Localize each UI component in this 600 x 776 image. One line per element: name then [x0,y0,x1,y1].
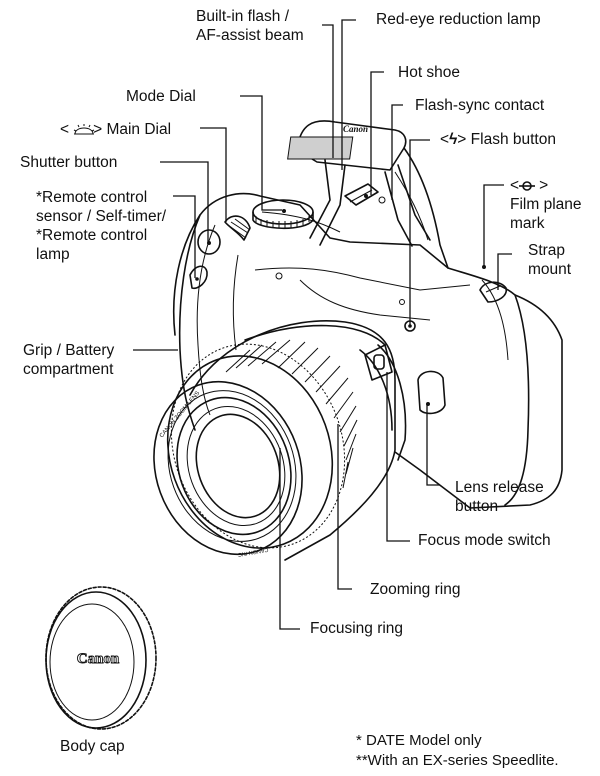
flash-head-drawing: Canon [287,120,449,269]
label-zooming-ring: Zooming ring [370,581,461,598]
film-plane-glyph-line: <> [510,176,582,195]
label-grip-battery: Grip / Battery compartment [23,341,114,379]
label-red-eye-lamp: Red-eye reduction lamp [376,11,541,28]
label-body-cap: Body cap [60,738,125,755]
flash-icon: ϟ [449,131,458,148]
label-remote-sensor: *Remote control sensor / Self-timer/ *Re… [36,188,166,264]
lens-release-line2: button [455,498,499,515]
strap-mount-drawing [479,281,508,303]
body-cap-drawing: Canon [45,586,157,730]
label-built-in-flash: Built-in flash / AF-assist beam [196,7,304,45]
footnote-ex-speedlite: **With an EX-series Speedlite. [356,752,559,769]
main-dial-suffix: > [93,121,103,138]
lens-release-line1: Lens release [455,479,544,496]
label-built-in-flash-line1: Built-in flash / [196,8,290,25]
lens-drawing: CANON ZOOM LENS CANON INC. [153,320,446,561]
main-dial-icon [73,124,95,135]
strap-mount-line2: mount [528,261,572,278]
footnote-date-model: * DATE Model only [356,732,482,749]
label-mode-dial: Mode Dial [126,88,196,105]
flash-button-suffix: > [457,131,467,148]
strap-mount-line1: Strap [528,242,566,259]
flash-button-text: Flash button [470,131,556,148]
remote-sensor-line3: *Remote control [36,227,148,244]
grip-battery-line2: compartment [23,361,114,378]
leader-lines [133,19,512,630]
remote-sensor-line4: lamp [36,246,70,263]
body-cap-logo: Canon [77,651,120,667]
grip-battery-line1: Grip / Battery [23,342,115,359]
hot-shoe-drawing [344,183,379,206]
film-plane-prefix: < [510,177,520,194]
remote-sensor-line1: *Remote control [36,189,148,206]
label-main-dial: < > Main Dial [60,120,171,139]
label-built-in-flash-line2: AF-assist beam [196,27,304,44]
shutter-button-drawing [197,229,221,255]
remote-sensor-drawing [189,265,208,290]
label-shutter-button: Shutter button [20,154,118,171]
main-dial-prefix: < [60,121,70,138]
label-focusing-ring: Focusing ring [310,620,404,637]
flash-sync-contact-drawing [378,196,386,204]
flash-button-prefix: < [440,131,450,148]
film-plane-line2: mark [510,215,545,232]
film-plane-suffix: > [539,177,549,194]
remote-sensor-line2: sensor / Self-timer/ [36,208,167,225]
main-dial-drawing [224,215,251,241]
film-plane-line1: Film plane [510,196,582,213]
label-film-plane-mark: <> Film plane mark [510,176,582,233]
lens-marking-inc: CANON INC. [235,546,268,558]
film-plane-icon [519,181,535,191]
label-flash-sync-contact: Flash-sync contact [415,97,545,114]
mode-dial-drawing [252,199,314,230]
main-dial-text: Main Dial [106,121,172,138]
label-lens-release: Lens release button [455,478,544,516]
camera-body [172,192,563,509]
label-strap-mount: Strap mount [528,241,571,279]
flash-logo-text: Canon [343,124,368,134]
label-hot-shoe: Hot shoe [398,64,461,81]
label-flash-button: <ϟ> Flash button [440,130,556,149]
label-focus-mode-switch: Focus mode switch [418,532,551,549]
